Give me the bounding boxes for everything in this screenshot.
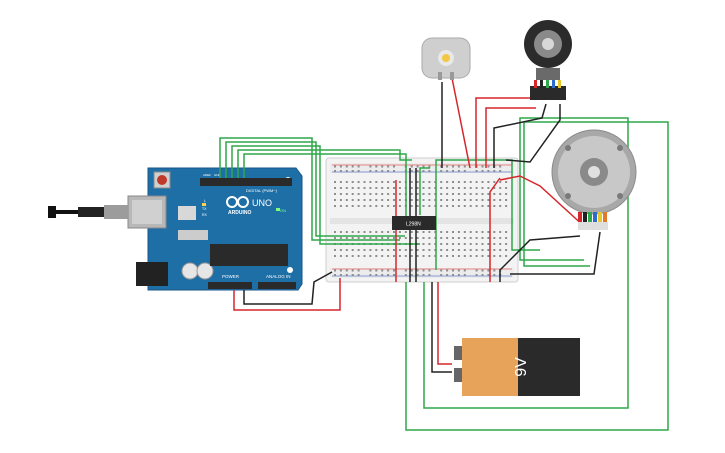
- dc-motor[interactable]: [421, 37, 471, 80]
- arduino-logo: [226, 196, 249, 208]
- power-section-label: POWER: [222, 274, 240, 279]
- gnd-pin-label: GND: [214, 173, 222, 177]
- atmega-chip: [210, 244, 288, 266]
- battery-label: 9V: [513, 357, 530, 377]
- encoder-top-connector[interactable]: [530, 80, 566, 100]
- l-led-label: L: [204, 199, 206, 203]
- arduino-uno-board[interactable]: ARDUINO UNO DIGITAL (PWM~) POWER ANALOG …: [48, 167, 303, 291]
- encoder-right-connector[interactable]: [578, 212, 608, 230]
- rx-led-label: RX: [202, 213, 208, 217]
- analog-section-label: ANALOG IN: [266, 274, 291, 279]
- power-jack[interactable]: [136, 262, 168, 286]
- encoder-motor-top[interactable]: [524, 20, 572, 100]
- red-wires: [233, 77, 587, 365]
- power-header[interactable]: [208, 282, 252, 289]
- green-wires: [219, 117, 669, 431]
- on-led-label: ON: [280, 208, 286, 213]
- analog-header[interactable]: [258, 282, 296, 289]
- digital-header[interactable]: [200, 178, 292, 186]
- battery-9v[interactable]: 9V: [454, 338, 580, 396]
- l298n-driver-chip[interactable]: L298N: [392, 216, 436, 230]
- digital-pins-label: DIGITAL (PWM~): [246, 188, 278, 193]
- black-wires: [243, 82, 601, 373]
- l298n-label: L298N: [406, 222, 421, 228]
- arduino-brand-label: ARDUINO: [228, 210, 251, 216]
- encoder-motor-right[interactable]: [551, 129, 637, 230]
- tx-led-label: TX: [202, 207, 207, 211]
- aref-pin-label: AREF: [203, 173, 211, 177]
- arduino-model-label: UNO: [252, 198, 272, 208]
